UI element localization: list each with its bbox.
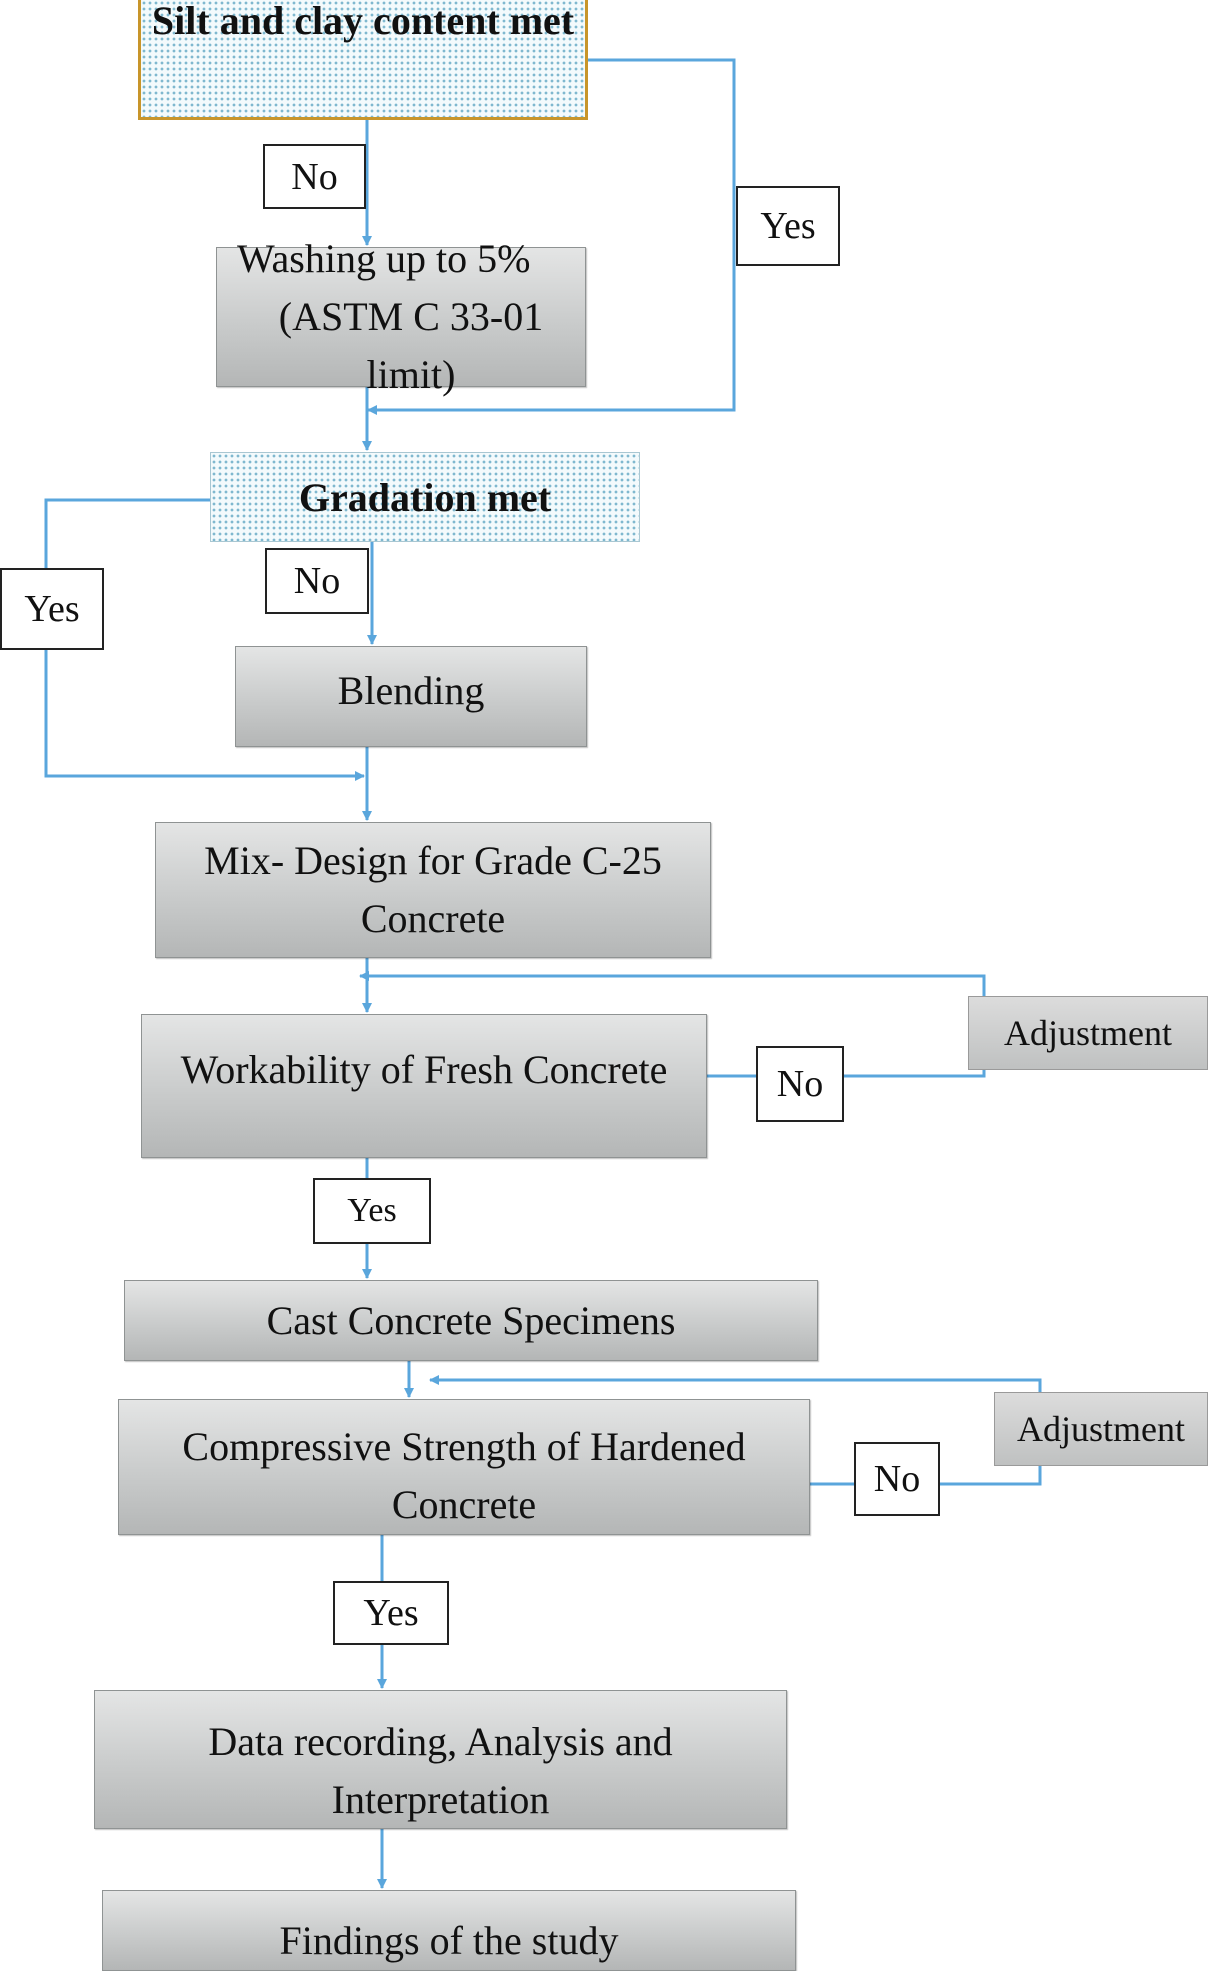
- adjustment-box-1-text: Adjustment: [1004, 1013, 1172, 1053]
- step-compressive-strength: Compressive Strength of Hardened Concret…: [118, 1399, 810, 1535]
- label-silt-no-text: No: [291, 155, 338, 198]
- label-compressive-no-text: No: [873, 1458, 921, 1500]
- adjustment-box-2-text: Adjustment: [1017, 1409, 1185, 1449]
- step-washing-line1: Washing up to 5%: [237, 236, 531, 281]
- adjustment-box-1: Adjustment: [968, 996, 1208, 1070]
- decision-gradation: Gradation met: [210, 452, 640, 542]
- step-mix-design-line1: Mix- Design for Grade C-25: [204, 838, 662, 883]
- label-silt-yes: Yes: [736, 186, 840, 266]
- label-gradation-no-text: No: [293, 560, 341, 602]
- step-compressive-strength-text: Compressive Strength of Hardened Concret…: [182, 1424, 746, 1527]
- label-workability-no-text: No: [776, 1063, 824, 1105]
- step-blending: Blending: [235, 646, 587, 747]
- step-mix-design-line2: Concrete: [360, 896, 506, 941]
- label-compressive-yes-text: Yes: [363, 1592, 419, 1634]
- step-washing-line2: (ASTM C 33-01 limit): [278, 294, 544, 397]
- label-gradation-yes-text: Yes: [24, 588, 80, 630]
- label-gradation-yes: Yes: [0, 568, 104, 650]
- step-findings-text: Findings of the study: [279, 1918, 619, 1963]
- decision-gradation-text: Gradation met: [298, 474, 552, 520]
- step-mix-design: Mix- Design for Grade C-25 Concrete: [155, 822, 711, 958]
- step-workability: Workability of Fresh Concrete: [141, 1014, 707, 1158]
- arrow-silt-yes: [367, 58, 736, 415]
- label-compressive-no: No: [854, 1442, 940, 1516]
- decision-silt-clay: Silt and clay content met: [138, 0, 588, 120]
- label-silt-yes-text: Yes: [760, 205, 816, 247]
- step-data-recording: Data recording, Analysis and Interpretat…: [94, 1690, 787, 1829]
- step-findings: Findings of the study: [102, 1890, 796, 1971]
- decision-silt-clay-text: Silt and clay content met: [151, 0, 575, 43]
- label-workability-no: No: [756, 1046, 844, 1122]
- step-workability-text: Workability of Fresh Concrete: [180, 1047, 668, 1092]
- label-workability-yes-text: Yes: [347, 1192, 397, 1229]
- label-gradation-no: No: [265, 548, 369, 614]
- label-compressive-yes: Yes: [333, 1581, 449, 1645]
- step-data-recording-text: Data recording, Analysis and Interpretat…: [208, 1719, 673, 1822]
- step-cast-specimens: Cast Concrete Specimens: [124, 1280, 818, 1361]
- label-workability-yes: Yes: [313, 1178, 431, 1244]
- label-silt-no: No: [263, 144, 366, 209]
- step-washing: Washing up to 5% (ASTM C 33-01 limit): [216, 236, 586, 397]
- adjustment-box-2: Adjustment: [994, 1392, 1208, 1466]
- step-cast-specimens-text: Cast Concrete Specimens: [266, 1297, 676, 1343]
- step-blending-text: Blending: [337, 667, 485, 713]
